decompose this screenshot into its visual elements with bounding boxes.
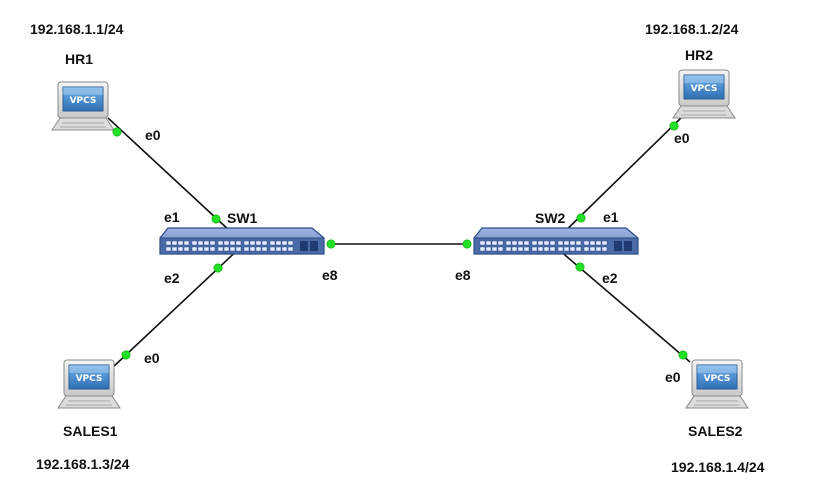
port-dot <box>112 127 122 137</box>
host-hr1[interactable]: VPCS <box>51 81 115 131</box>
vpcs-screen-label: VPCS <box>76 374 103 384</box>
sw1-e1-label: e1 <box>164 209 180 225</box>
sales1-ip-label: 192.168.1.3/24 <box>36 456 130 472</box>
port-dot <box>211 214 221 224</box>
link-sales2-sw2[interactable] <box>551 243 691 363</box>
sw1-e2-label: e2 <box>164 270 180 286</box>
link-hr2-sw2[interactable] <box>551 114 685 245</box>
link-hr1-sw1[interactable] <box>107 117 245 245</box>
host-hr2[interactable]: VPCS <box>672 69 736 119</box>
sales2-ip-label: 192.168.1.4/24 <box>671 459 765 475</box>
sw2-e2-label: e2 <box>602 270 618 286</box>
links <box>107 114 691 369</box>
sales2-port-label: e0 <box>665 369 681 385</box>
port-dot <box>213 263 223 273</box>
vpcs-screen-label: VPCS <box>691 84 718 94</box>
port-dot <box>576 213 586 223</box>
host-sales1[interactable]: VPCS <box>57 359 121 409</box>
port-dot <box>121 350 131 360</box>
port-dot <box>678 350 688 360</box>
hr2-name-label: HR2 <box>685 47 713 63</box>
sales2-name-label: SALES2 <box>688 423 743 439</box>
port-dot <box>462 239 472 249</box>
hr1-port-label: e0 <box>145 127 161 143</box>
hr1-name-label: HR1 <box>65 51 93 67</box>
sw1-name-label: SW1 <box>227 210 258 226</box>
port-dots <box>112 121 688 360</box>
vpcs-pc-icon <box>685 359 749 409</box>
sw2-e8-label: e8 <box>455 267 471 283</box>
sales1-port-label: e0 <box>144 350 160 366</box>
sw2-e1-label: e1 <box>603 209 619 225</box>
sw2-name-label: SW2 <box>535 210 566 226</box>
switch-sw1[interactable] <box>159 227 325 255</box>
hr2-port-label: e0 <box>674 130 690 146</box>
switch-icon <box>159 227 325 255</box>
hr2-ip-label: 192.168.1.2/24 <box>645 21 739 37</box>
vpcs-screen-label: VPCS <box>704 374 731 384</box>
vpcs-screen-label: VPCS <box>70 96 97 106</box>
sw1-e8-label: e8 <box>322 267 338 283</box>
switch-icon <box>473 227 639 255</box>
host-sales2[interactable]: VPCS <box>685 359 749 409</box>
vpcs-pc-icon <box>51 81 115 131</box>
switch-sw2[interactable] <box>473 227 639 255</box>
port-dot <box>669 121 679 131</box>
sales1-name-label: SALES1 <box>63 423 118 439</box>
vpcs-pc-icon <box>57 359 121 409</box>
hr1-ip-label: 192.168.1.1/24 <box>30 21 124 37</box>
port-dot <box>326 239 336 249</box>
link-sales1-sw1[interactable] <box>111 243 245 369</box>
port-dot <box>575 262 585 272</box>
vpcs-pc-icon <box>672 69 736 119</box>
